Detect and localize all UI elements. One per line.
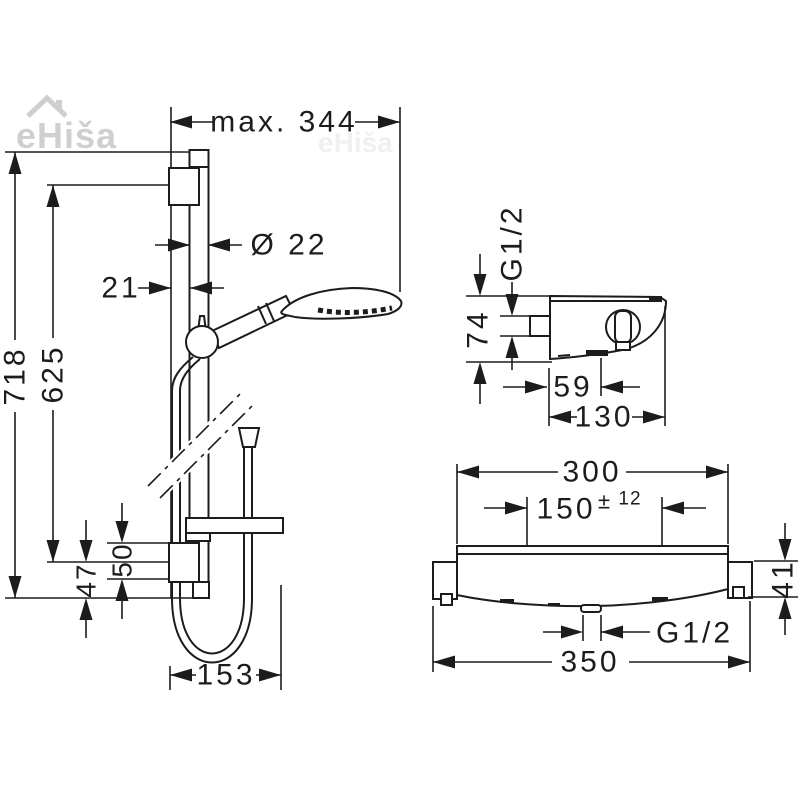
dim-max-width-label: max. 344	[210, 106, 357, 139]
dim-handle-depth-label: 59	[553, 371, 592, 404]
break-line	[147, 391, 243, 487]
dim-wall-offset-label: 21	[101, 272, 140, 305]
left-s-connector	[432, 561, 458, 600]
break-gap	[146, 390, 256, 500]
hand-shower-head	[280, 286, 403, 320]
soap-dish-shelf	[185, 517, 284, 534]
shower-rail-set-view: max. 344 Ø 22 21 718 625 47 50 153	[0, 106, 403, 692]
dim-hose-loop-width-label: 153	[196, 659, 255, 692]
dim-rail-diameter-label: Ø 22	[250, 229, 327, 262]
dim-total-depth-label: 130	[574, 401, 633, 434]
dim-valve-height-label: 74	[462, 309, 495, 348]
dim-bracket-offset-label: 47	[71, 562, 102, 597]
hand-shower-handle	[210, 294, 296, 350]
valve-body-front	[456, 553, 729, 608]
watermark-logo: eHiša eHiša	[16, 94, 393, 158]
watermark-house-chimney	[56, 100, 62, 110]
dim-body-height-label: 41	[767, 559, 800, 598]
mixer-front-view: 300 150 ± 12 41 G1/2 350	[432, 456, 800, 679]
lower-wall-bracket	[168, 542, 200, 583]
dim-connection-spacing-label: 150	[536, 493, 595, 526]
dim-total-width-label: 350	[560, 646, 619, 679]
dim-tolerance-value: 12	[618, 489, 641, 510]
dim-total-height-label: 718	[0, 346, 32, 405]
dim-body-width-label: 300	[562, 456, 621, 489]
watermark-brand-text: eHiša	[16, 115, 117, 156]
shower-holder-slider	[185, 325, 219, 359]
temperature-handle-side	[605, 309, 641, 345]
dim-slider-height-label: 50	[107, 542, 138, 577]
dim-tolerance-sign: ±	[598, 489, 610, 514]
hose-outlet-side	[586, 350, 608, 356]
break-line	[159, 403, 255, 499]
dim-connection-thread-label: G1/2	[496, 204, 529, 281]
mixer-side-view: G1/2 74 59 130	[462, 204, 668, 434]
hose-outlet-front	[580, 604, 602, 613]
wall-connection-nipple	[529, 315, 551, 337]
spray-face-nozzles	[317, 305, 393, 315]
valve-top-plate	[456, 545, 729, 555]
dim-bar-height-label: 625	[37, 344, 70, 403]
dim-outlet-thread-label: G1/2	[656, 617, 733, 650]
hose-connector-nut	[237, 427, 261, 448]
shower-hose	[171, 356, 194, 598]
upper-wall-bracket	[168, 167, 200, 206]
watermark-brand-text-faint: eHiša	[318, 127, 393, 158]
rail-lower-end	[192, 581, 210, 599]
